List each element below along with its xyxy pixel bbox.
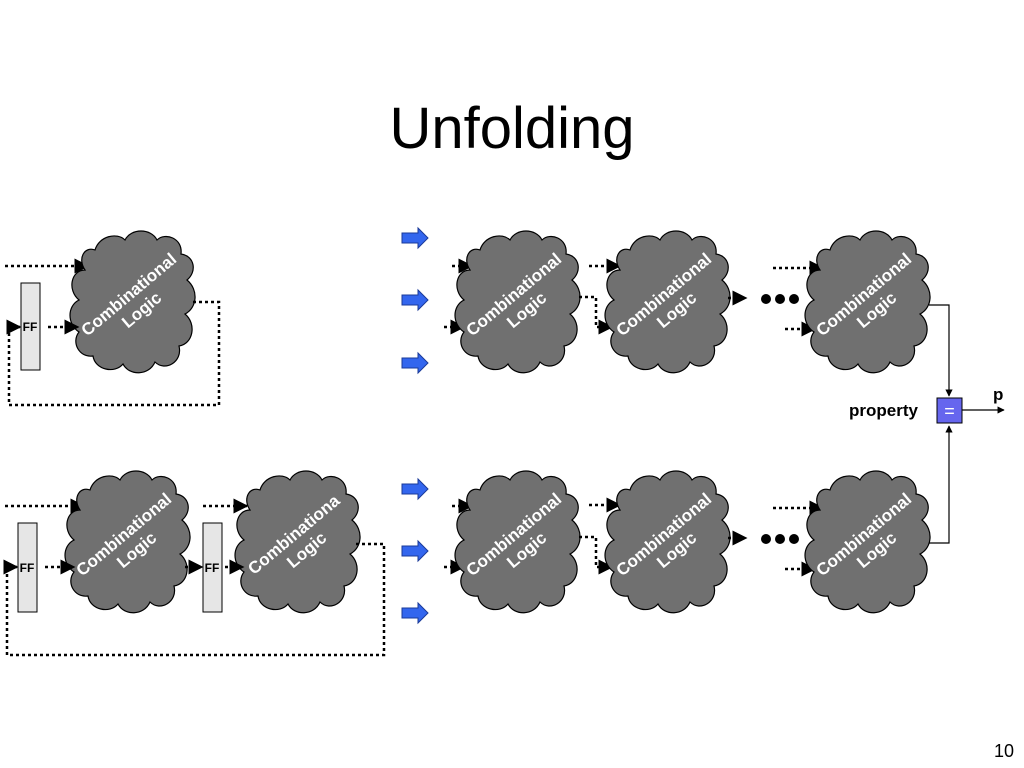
state-transfer-arrow — [579, 295, 614, 335]
output-label: p — [993, 385, 1003, 404]
property-label: property — [849, 401, 919, 420]
ellipsis-dots — [761, 294, 799, 304]
feedback-loop — [6, 300, 221, 407]
equals-symbol: = — [944, 401, 955, 421]
property-comparator: = property p — [849, 385, 1005, 424]
output-to-comparator — [929, 425, 953, 544]
unfold-arrows — [401, 226, 429, 625]
state-transfer-arrow — [579, 535, 614, 575]
page-number: 10 — [993, 741, 1014, 761]
slide-title: Unfolding — [389, 96, 635, 161]
blue-arrow — [401, 601, 429, 625]
top-unrolled-chain: Combinational Logic Combinational Logic … — [444, 230, 953, 397]
blue-arrow — [401, 351, 429, 375]
flip-flop — [202, 522, 223, 613]
ff-label: FF — [20, 561, 35, 575]
blue-arrow — [401, 477, 429, 501]
ellipsis-dots — [761, 534, 799, 544]
output-to-comparator — [929, 304, 953, 397]
ff-label: FF — [205, 561, 220, 575]
ff-label: FF — [23, 320, 38, 334]
blue-arrow — [401, 288, 429, 312]
blue-arrow — [401, 539, 429, 563]
bottom-left-sequential-circuit: Combinational Logic FF Combinationa Logi… — [3, 470, 386, 657]
bottom-unrolled-chain: Combinational Logic Combinational Logic … — [444, 425, 953, 614]
blue-arrow — [401, 226, 429, 250]
top-left-sequential-circuit: Combinational Logic FF — [5, 230, 221, 407]
